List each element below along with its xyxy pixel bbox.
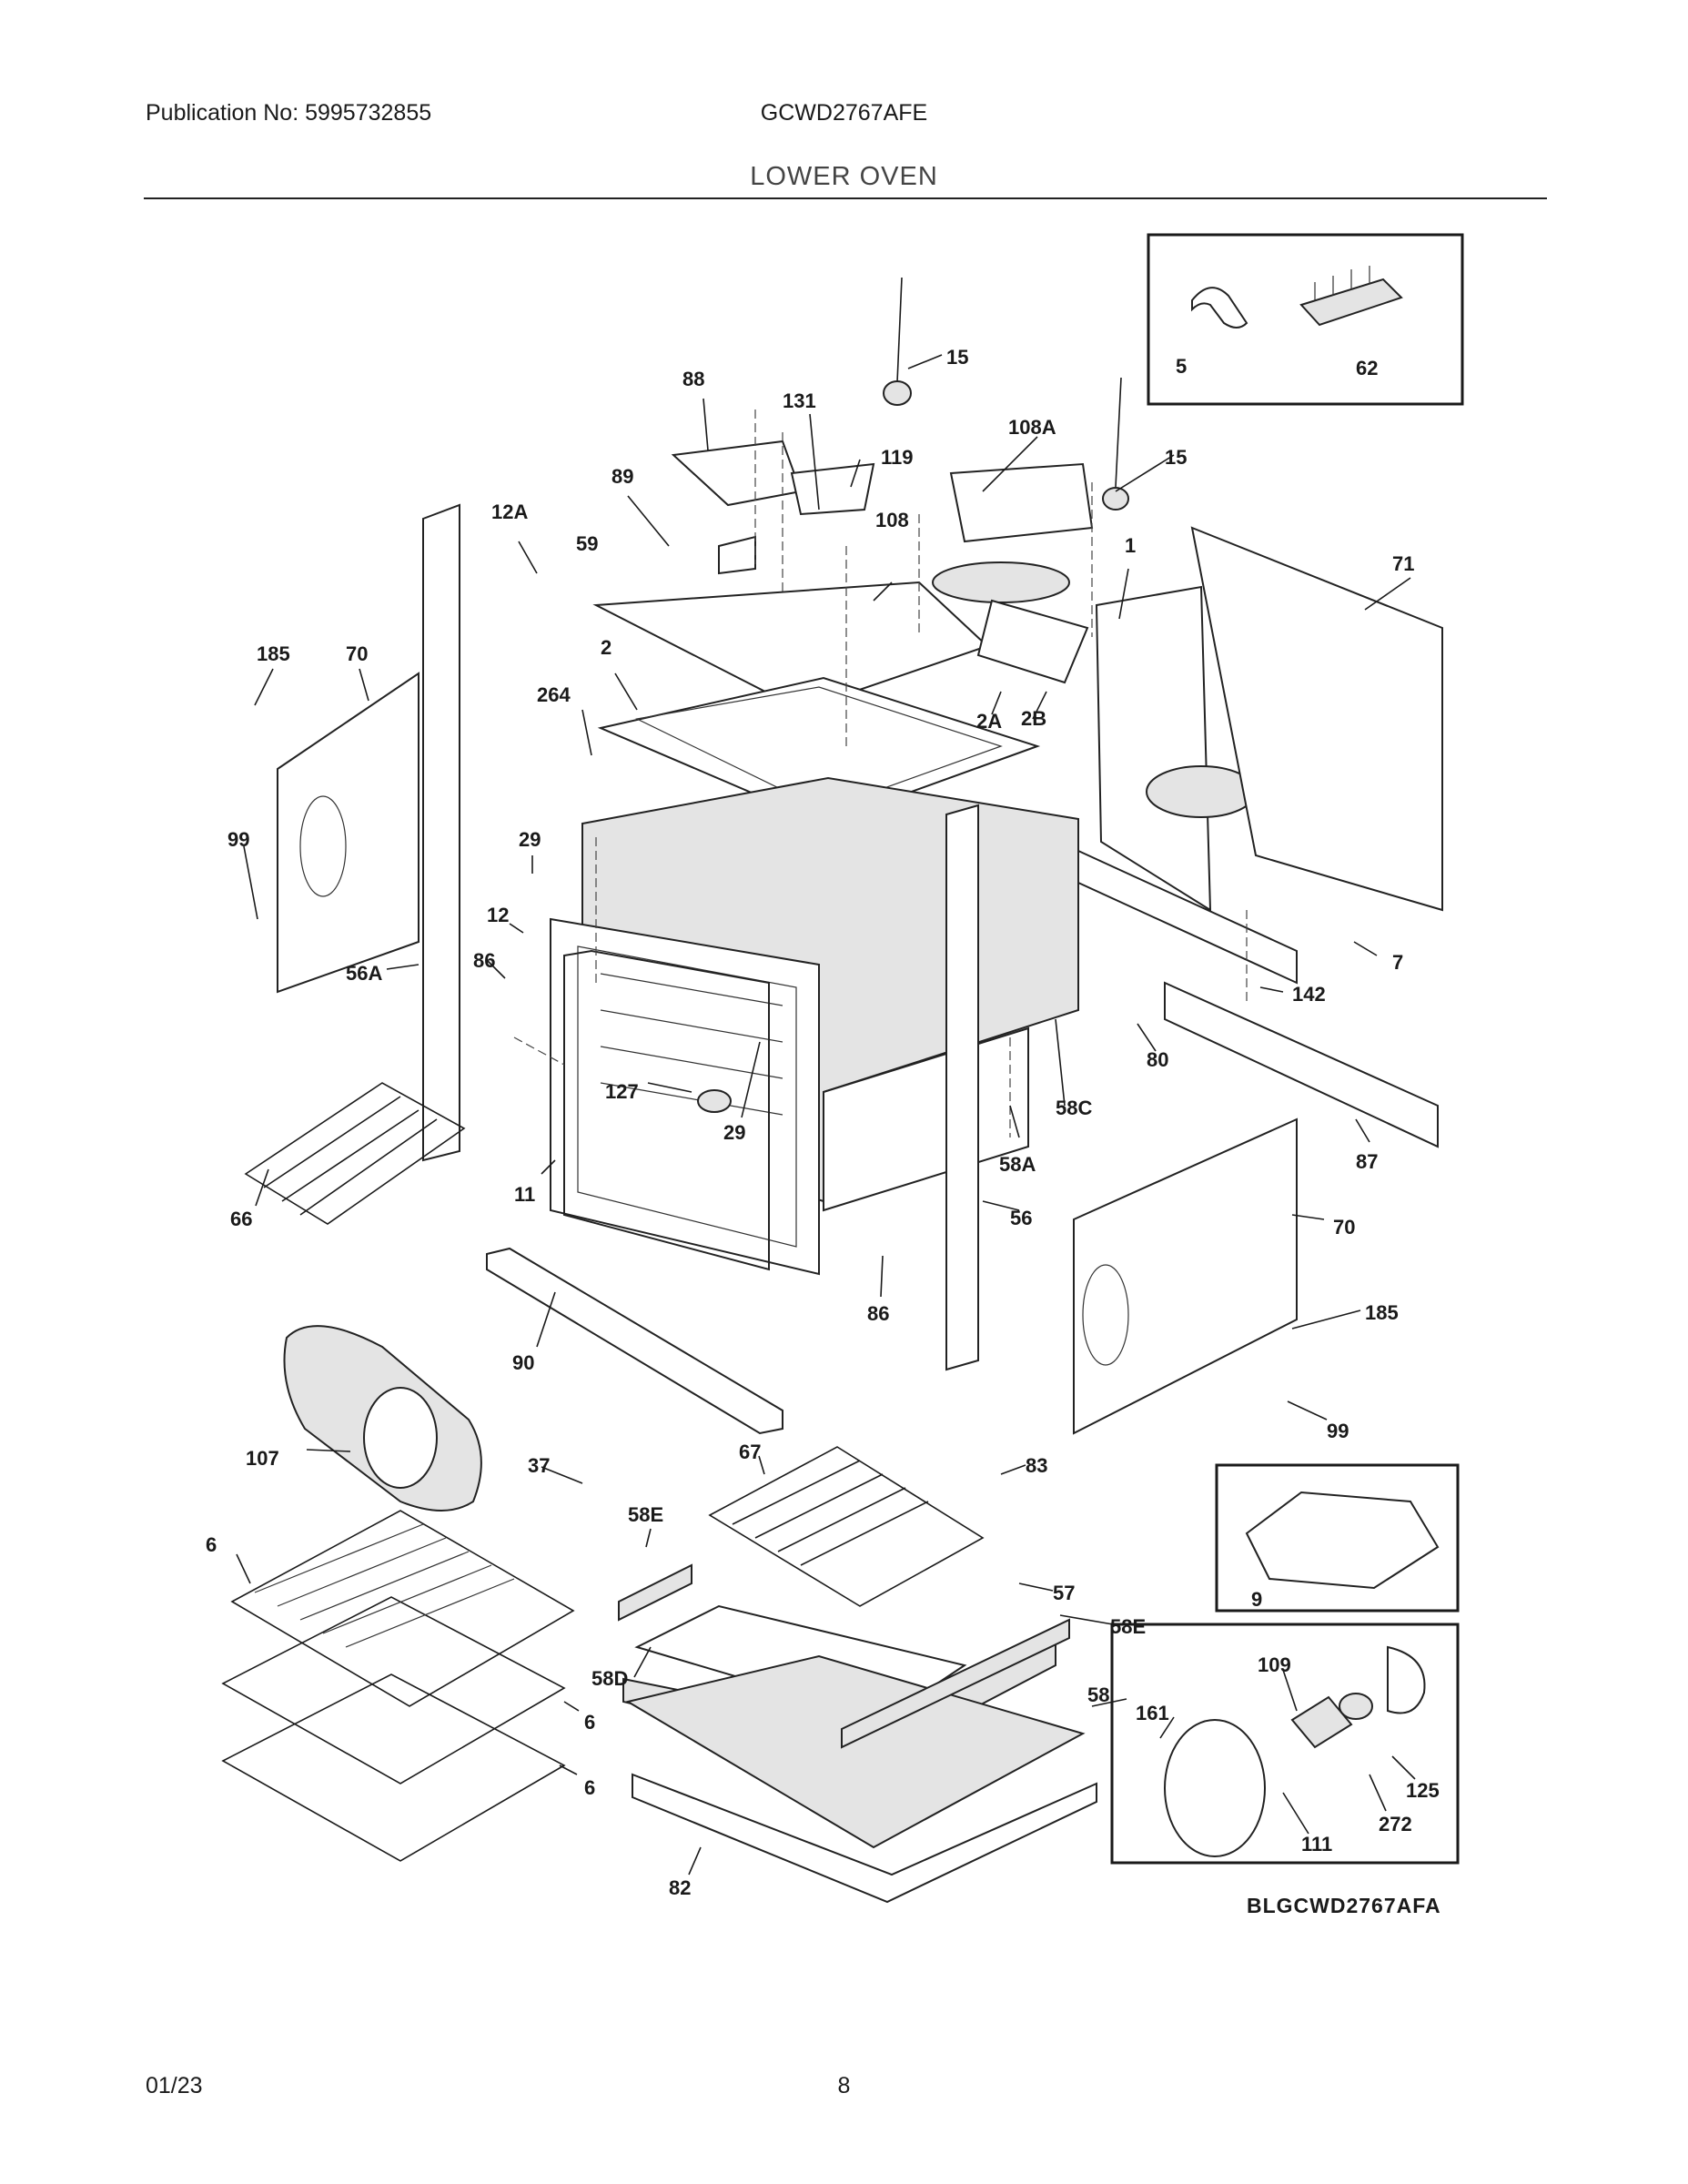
callout-15-right: 15 (1165, 446, 1187, 469)
callout-264: 264 (537, 683, 571, 706)
callout-62: 62 (1356, 357, 1378, 379)
callout-15: 15 (946, 346, 968, 369)
model-number: GCWD2767AFE (760, 100, 928, 126)
callout-29-bottom: 29 (723, 1121, 745, 1144)
callout-83: 83 (1026, 1454, 1047, 1477)
footer-date: 01/23 (146, 2073, 203, 2098)
callout-108: 108 (875, 509, 909, 531)
callout-7: 7 (1392, 951, 1403, 974)
callout-80: 80 (1147, 1048, 1168, 1071)
oven-racks (221, 1510, 575, 1862)
callout-185-left: 185 (257, 642, 290, 665)
section-title: LOWER OVEN (750, 162, 938, 191)
insulation (618, 1563, 1086, 1849)
callout-56: 56 (1010, 1207, 1032, 1229)
callout-127: 127 (605, 1080, 639, 1103)
callout-58: 58 (1087, 1684, 1109, 1706)
callout-37: 37 (528, 1454, 550, 1477)
callout-1: 1 (1125, 534, 1136, 557)
callout-70-right: 70 (1333, 1216, 1355, 1239)
callout-87: 87 (1356, 1150, 1378, 1173)
callout-9: 9 (1251, 1588, 1262, 1611)
callout-56a: 56A (346, 962, 382, 985)
callout-119: 119 (881, 446, 914, 469)
inset-convection-fan (1110, 1623, 1460, 1865)
top-panels (592, 440, 1094, 825)
callout-111: 111 (1301, 1833, 1332, 1855)
callout-58d: 58D (591, 1667, 628, 1690)
callout-71: 71 (1392, 552, 1414, 575)
publication-number: Publication No: 5995732855 (146, 100, 432, 126)
callout-86-bottom: 86 (867, 1302, 889, 1325)
fan-cover (283, 1325, 482, 1512)
callout-58e-right: 58E (1110, 1615, 1146, 1638)
front-trim (486, 1247, 783, 1435)
diagram-code: BLGCWD2767AFA (1247, 1894, 1441, 1917)
callout-108a: 108A (1008, 416, 1056, 439)
callout-57: 57 (1053, 1582, 1075, 1604)
assembly-guides (513, 410, 1248, 1138)
callout-142: 142 (1292, 983, 1326, 1006)
callout-125: 125 (1406, 1779, 1440, 1802)
callout-88: 88 (682, 368, 704, 390)
header-rule (144, 197, 1547, 199)
callout-6-bottom: 6 (584, 1776, 595, 1799)
callout-59: 59 (576, 532, 598, 555)
callout-2a: 2A (976, 710, 1002, 733)
callout-29-top: 29 (519, 828, 541, 851)
callout-5: 5 (1176, 355, 1187, 378)
page-number: 8 (837, 2073, 851, 2098)
callout-6-middle: 6 (584, 1711, 595, 1734)
callout-58c: 58C (1056, 1097, 1092, 1119)
broil-element (244, 1082, 466, 1225)
callout-131: 131 (783, 389, 816, 412)
callout-70-left: 70 (346, 642, 368, 665)
leader-lines (236, 354, 1416, 1876)
callout-99-right: 99 (1327, 1420, 1349, 1442)
callout-6-top: 6 (206, 1533, 217, 1556)
callout-67: 67 (739, 1441, 761, 1463)
inset-clips (1147, 233, 1464, 406)
oven-cavity (550, 776, 1079, 1276)
bottom-pan (632, 1773, 1097, 1904)
callout-2: 2 (601, 636, 612, 659)
callout-99-left: 99 (227, 828, 249, 851)
callout-185-right: 185 (1365, 1301, 1399, 1324)
callout-90: 90 (512, 1351, 534, 1374)
callout-12a: 12A (491, 500, 528, 523)
bake-element (708, 1446, 985, 1607)
side-panels (277, 503, 1443, 1435)
callout-86-left: 86 (473, 949, 495, 972)
callout-12: 12 (487, 904, 509, 926)
callout-107: 107 (246, 1447, 279, 1470)
callout-58e-left: 58E (628, 1503, 663, 1526)
inset-broil-pan (1215, 1463, 1460, 1613)
callout-161: 161 (1136, 1702, 1169, 1724)
callout-109: 109 (1258, 1653, 1291, 1676)
callout-58a: 58A (999, 1153, 1036, 1176)
callout-66: 66 (230, 1208, 252, 1230)
callout-89: 89 (612, 465, 633, 488)
callout-82: 82 (669, 1876, 691, 1899)
callout-272: 272 (1379, 1813, 1412, 1835)
callout-11: 11 (514, 1183, 535, 1206)
callout-2b: 2B (1021, 707, 1046, 730)
thermostat-bulbs (883, 277, 1129, 511)
